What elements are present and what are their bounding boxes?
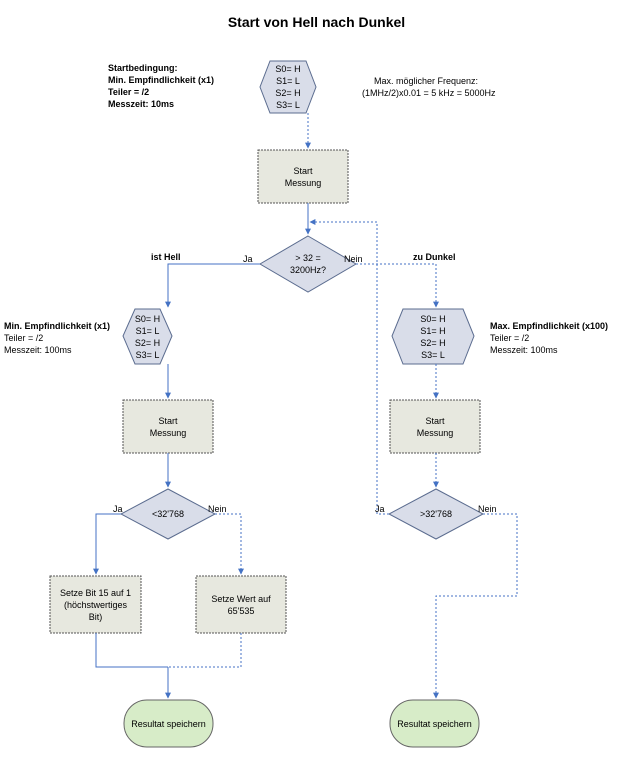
label-nein-main: Nein bbox=[344, 254, 363, 264]
result-pill-left bbox=[123, 699, 214, 748]
set-bit-text: Setze Bit 15 auf 1 (höchstwertiges Bit) bbox=[50, 576, 141, 633]
connector-right-no-to-result bbox=[433, 513, 518, 699]
right-sens-line2: Teiler = /2 bbox=[490, 333, 530, 343]
left-hex-s1: S1= L bbox=[135, 325, 160, 336]
start-condition-line3: Messzeit: 10ms bbox=[108, 99, 175, 109]
decision-right bbox=[387, 488, 485, 540]
set-bit-box bbox=[49, 575, 142, 634]
start-measure-top-line2: Messung bbox=[284, 177, 322, 188]
result-left-text: Resultat speichern bbox=[131, 718, 206, 729]
right-sens-line3: Messzeit: 100ms bbox=[490, 345, 558, 355]
label-nein-right: Nein bbox=[478, 504, 497, 514]
connector-right-yes-loop bbox=[309, 219, 389, 515]
top-hex-s0: S0= H bbox=[275, 64, 301, 74]
start-measure-left: Start Messung bbox=[123, 400, 213, 453]
start-measure-right-line2: Messung bbox=[416, 427, 454, 438]
connector-setbit-merge bbox=[95, 633, 168, 668]
max-frequency-line2: (1MHz/2)x0.01 = 5 kHz = 5000Hz bbox=[362, 88, 496, 98]
start-measure-left-line1: Start bbox=[158, 415, 178, 426]
decision-left-text: <32'768 bbox=[151, 509, 184, 519]
start-measure-right-line1: Start bbox=[425, 415, 445, 426]
label-ja-right: Ja bbox=[375, 504, 385, 514]
right-hex-s2: S2= H bbox=[420, 337, 446, 348]
right-hexagon bbox=[391, 308, 475, 365]
start-condition-heading: Startbedingung: bbox=[108, 63, 178, 73]
label-ist-hell: ist Hell bbox=[151, 252, 181, 262]
decision-main bbox=[259, 235, 357, 293]
right-sens-line1: Max. Empfindlichkeit (x100) bbox=[490, 321, 609, 331]
right-hex-settings: S0= H S1= H S2= H S3= L bbox=[392, 309, 474, 364]
label-zu-dunkel: zu Dunkel bbox=[413, 252, 456, 262]
set-bit-line3: Bit) bbox=[88, 611, 103, 622]
start-box-top bbox=[257, 149, 349, 204]
left-sens-line1: Min. Empfindlichkeit (x1) bbox=[4, 321, 111, 331]
result-pill-right bbox=[389, 699, 480, 748]
decision-left bbox=[119, 488, 217, 540]
start-condition-line2: Teiler = /2 bbox=[108, 87, 150, 97]
set-value-line1: Setze Wert auf bbox=[211, 593, 271, 604]
decision-main-text: > 32 = 3200Hz? bbox=[270, 246, 346, 282]
connector-left-no-to-setvalue bbox=[215, 513, 244, 575]
page-title: Start von Hell nach Dunkel bbox=[227, 14, 406, 30]
decision-right-text: >32'768 bbox=[419, 509, 452, 519]
decision-main-line2: 3200Hz? bbox=[289, 265, 327, 275]
set-bit-line1: Setze Bit 15 auf 1 bbox=[59, 587, 132, 598]
label-ja-left: Ja bbox=[113, 504, 123, 514]
set-value-text: Setze Wert auf 65'535 bbox=[196, 576, 286, 633]
start-box-left bbox=[122, 399, 214, 454]
left-hex-s0: S0= H bbox=[134, 313, 161, 324]
result-right-text: Resultat speichern bbox=[397, 718, 472, 729]
connector-yes-to-left-hex bbox=[165, 263, 260, 308]
label-nein-left: Nein bbox=[208, 504, 227, 514]
left-sens-line3: Messzeit: 100ms bbox=[4, 345, 72, 355]
start-measure-top: Start Messung bbox=[258, 150, 348, 203]
left-hex-s3: S3= L bbox=[135, 349, 160, 360]
start-condition-line1: Min. Empfindlichkeit (x1) bbox=[108, 75, 215, 85]
decision-main-line1: > 32 = bbox=[295, 253, 321, 263]
max-frequency-line1: Max. möglicher Frequenz: bbox=[374, 76, 479, 86]
right-hex-s3: S3= L bbox=[421, 349, 445, 360]
label-ja-main: Ja bbox=[243, 254, 253, 264]
set-value-box bbox=[195, 575, 287, 634]
left-hex-s2: S2= H bbox=[134, 337, 161, 348]
top-hexagon bbox=[259, 60, 317, 114]
left-sens-line2: Teiler = /2 bbox=[4, 333, 44, 343]
right-hex-s1: S1= H bbox=[420, 325, 446, 336]
top-hex-settings: S0= H S1= L S2= H S3= L bbox=[260, 61, 316, 113]
start-measure-top-line1: Start bbox=[293, 165, 313, 176]
set-value-line2: 65'535 bbox=[227, 605, 255, 616]
connector-no-to-right-hex bbox=[356, 263, 439, 308]
top-hex-s1: S1= L bbox=[276, 76, 300, 86]
top-hex-s2: S2= H bbox=[275, 88, 301, 98]
top-hex-s3: S3= L bbox=[276, 100, 300, 110]
left-hex-settings: S0= H S1= L S2= H S3= L bbox=[123, 309, 172, 364]
right-hex-s0: S0= H bbox=[420, 313, 446, 324]
start-measure-right: Start Messung bbox=[390, 400, 480, 453]
set-bit-line2: (höchstwertiges bbox=[63, 599, 128, 610]
start-box-right bbox=[389, 399, 481, 454]
connector-setvalue-merge bbox=[168, 633, 242, 668]
connector-left-yes-to-setbit bbox=[93, 513, 121, 575]
left-hexagon bbox=[122, 308, 173, 365]
start-measure-left-line2: Messung bbox=[149, 427, 187, 438]
